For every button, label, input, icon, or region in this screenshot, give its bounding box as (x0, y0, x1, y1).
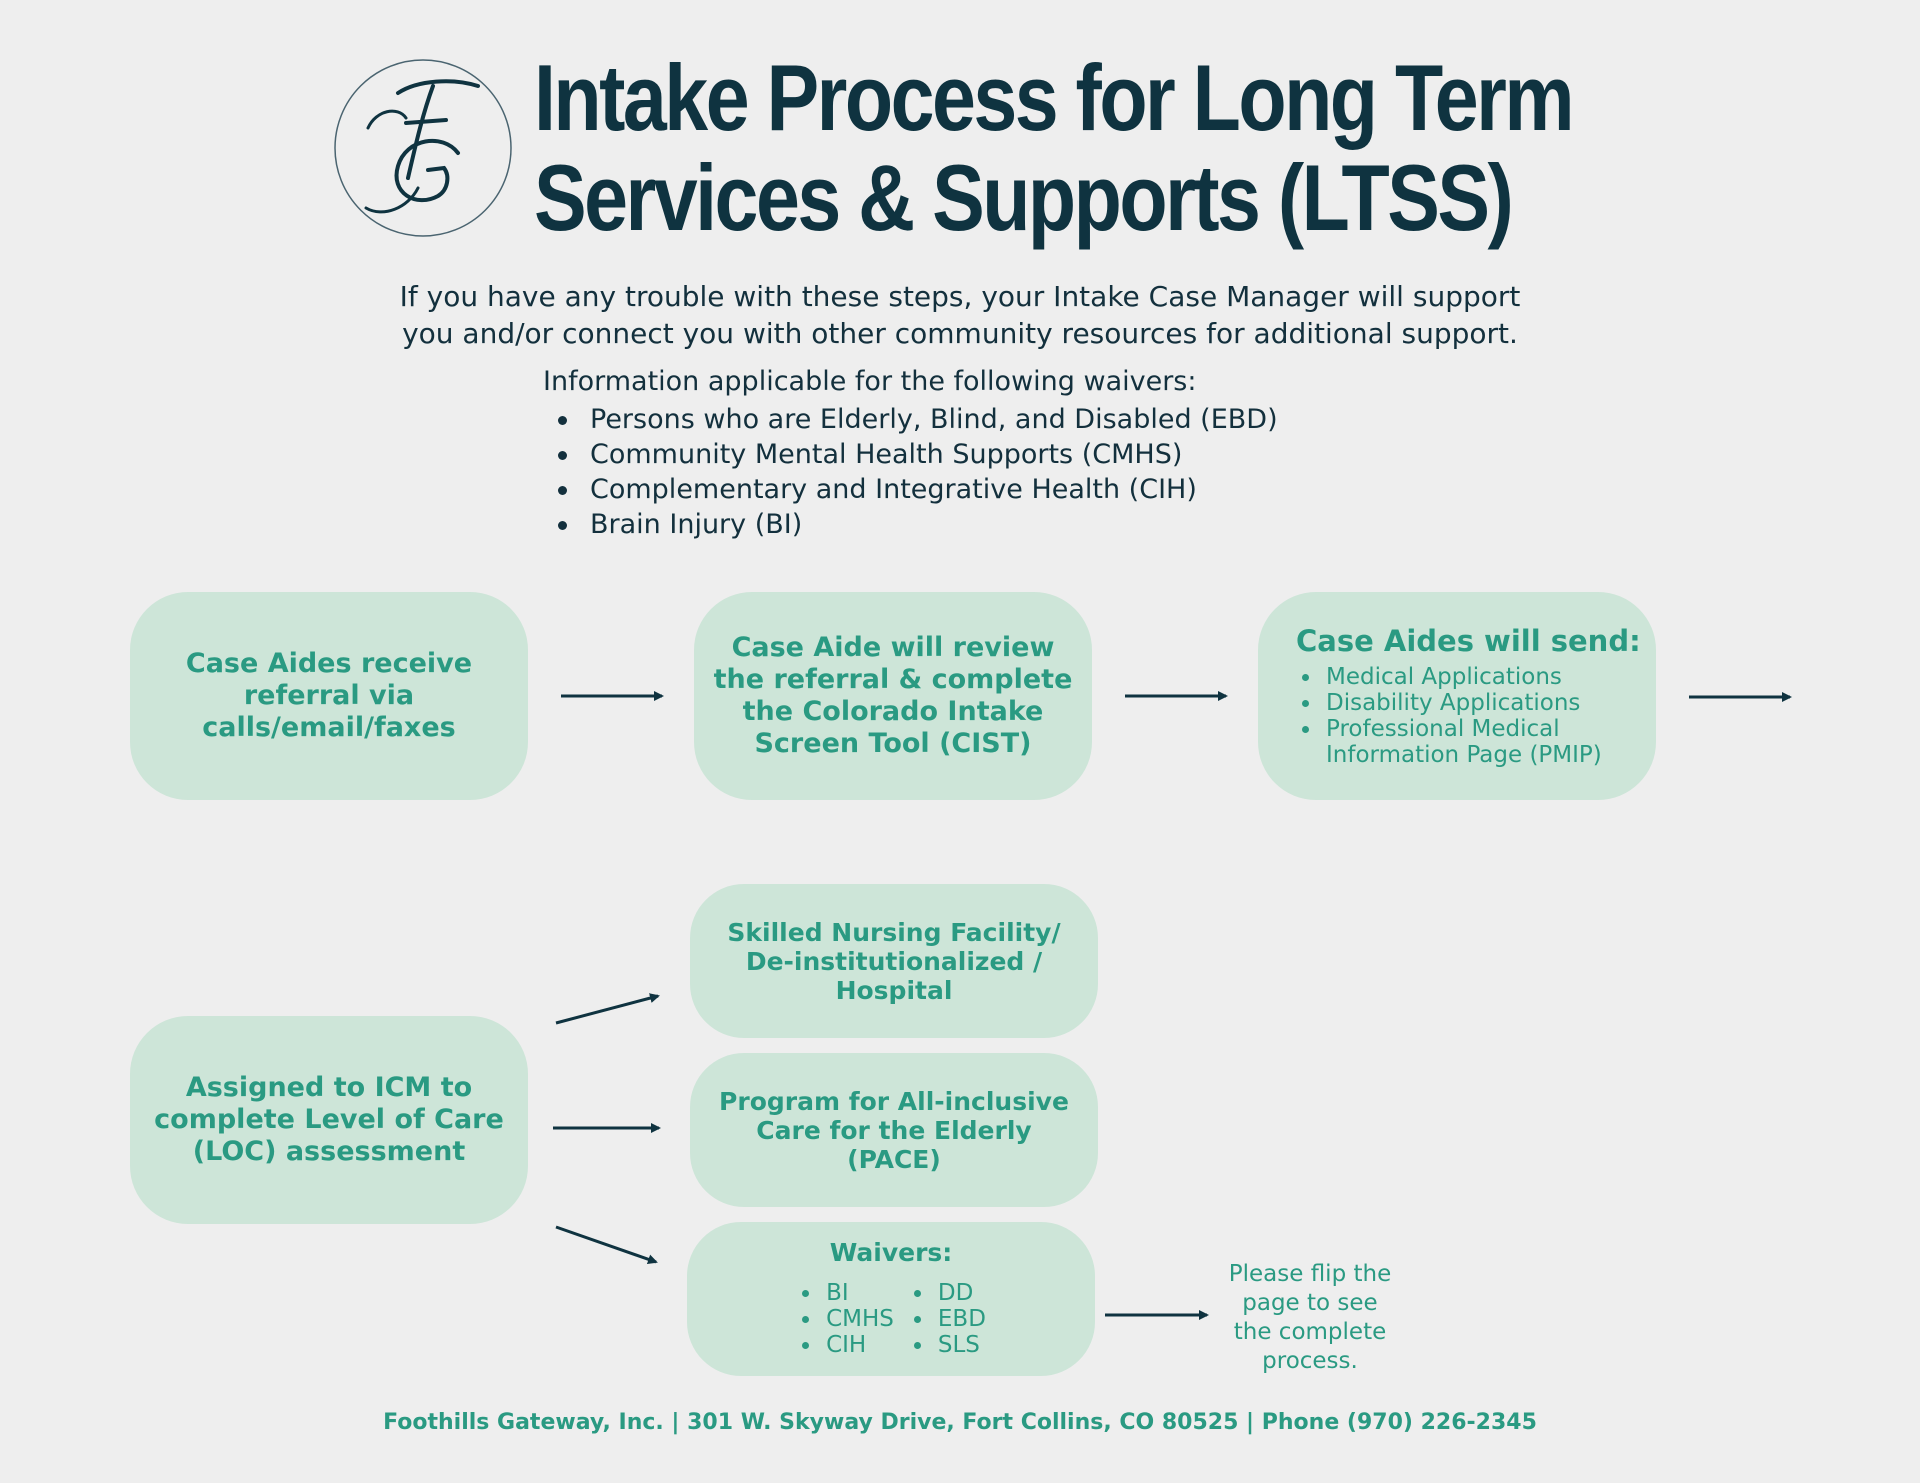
list-item: SLS (908, 1332, 986, 1358)
step-text-line: Assigned to ICM to (185, 1072, 473, 1103)
step-text-line: Case Aide will review (731, 632, 1055, 663)
list-item: Disability Applications (1296, 690, 1602, 716)
flip-page-note: Please flip the page to see the complete… (1200, 1260, 1420, 1376)
option-text-line: De-institutionalized / (745, 946, 1043, 976)
waivers-col-1: BI CMHS CIH (796, 1280, 894, 1358)
title-line-2: Services & Supports (LTSS) (534, 145, 1514, 250)
option-text-line: Hospital (835, 975, 953, 1005)
step-text-line: Case Aides receive (185, 648, 473, 679)
list-item: Brain Injury (BI) (548, 507, 1278, 542)
step-text-line: complete Level of Care (154, 1104, 504, 1135)
list-item-continuation: Information Page (PMIP) (1326, 742, 1602, 768)
step-text-line: the Colorado Intake (742, 696, 1044, 727)
step-send-title: Case Aides will send: (1296, 624, 1641, 658)
note-line: Please flip the (1228, 1261, 1392, 1287)
arrow-icm-to-waivers (555, 1225, 658, 1265)
option-snf-box: Skilled Nursing Facility/ De-institution… (690, 884, 1098, 1038)
list-item: Medical Applications (1296, 664, 1602, 690)
list-item: BI (796, 1280, 894, 1306)
list-item: Complementary and Integrative Health (CI… (548, 472, 1278, 507)
note-line: the complete (1233, 1319, 1387, 1345)
list-item: DD (908, 1280, 986, 1306)
intro-text: If you have any trouble with these steps… (340, 278, 1580, 352)
arrow-icm-to-snf (555, 993, 660, 1025)
option-text-line: Care for the Elderly (756, 1115, 1032, 1145)
step-text-line: calls/email/faxes (202, 712, 456, 743)
intro-line-1: If you have any trouble with these steps… (399, 280, 1521, 313)
option-waivers-box: Waivers: BI CMHS CIH DD EBD SLS (687, 1222, 1095, 1376)
list-item: EBD (908, 1306, 986, 1332)
footer-contact: Foothills Gateway, Inc. | 301 W. Skyway … (383, 1410, 1537, 1435)
waivers-list: Persons who are Elderly, Blind, and Disa… (548, 402, 1278, 542)
step-icm-box: Assigned to ICM to complete Level of Car… (130, 1016, 528, 1224)
step-send-box: Case Aides will send: Medical Applicatio… (1258, 592, 1656, 800)
waivers-col-2: DD EBD SLS (908, 1280, 986, 1358)
option-text-line: (PACE) (847, 1144, 941, 1174)
step-text-line: (LOC) assessment (192, 1136, 466, 1167)
waivers-heading: Information applicable for the following… (543, 366, 1197, 397)
list-item: Persons who are Elderly, Blind, and Disa… (548, 402, 1278, 437)
note-line: process. (1262, 1348, 1358, 1374)
note-line: page to see (1242, 1290, 1378, 1316)
step-text-line: referral via (243, 680, 415, 711)
list-item: CMHS (796, 1306, 894, 1332)
option-waivers-title: Waivers: (829, 1238, 953, 1267)
page-title: Intake Process for Long Term Services & … (534, 45, 1575, 250)
step-review-box: Case Aide will review the referral & com… (694, 592, 1092, 800)
option-text-line: Skilled Nursing Facility/ (727, 917, 1061, 947)
step-text-line: Screen Tool (CIST) (754, 728, 1032, 759)
intro-line-2: you and/or connect you with other commun… (402, 317, 1518, 350)
list-item: Community Mental Health Supports (CMHS) (548, 437, 1278, 472)
step-referral-box: Case Aides receive referral via calls/em… (130, 592, 528, 800)
list-item: CIH (796, 1332, 894, 1358)
title-line-1: Intake Process for Long Term (534, 45, 1575, 150)
fg-monogram-logo (334, 59, 512, 237)
send-list: Medical Applications Disability Applicat… (1296, 664, 1602, 768)
option-text-line: Program for All-inclusive (719, 1086, 1069, 1116)
step-text-line: the referral & complete (713, 664, 1073, 695)
option-pace-box: Program for All-inclusive Care for the E… (690, 1053, 1098, 1207)
list-item: Professional Medical (1296, 716, 1602, 742)
